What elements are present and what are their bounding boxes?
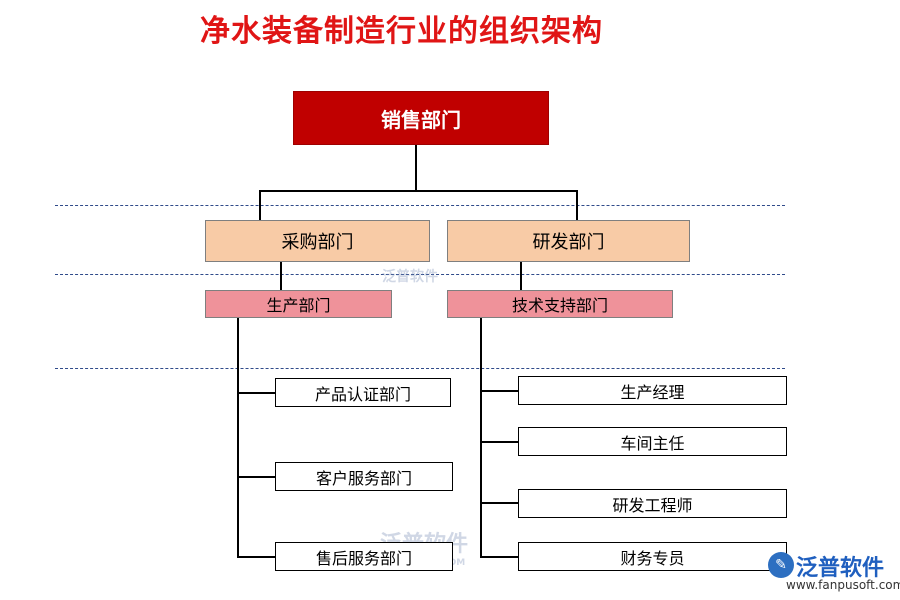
connector — [480, 318, 482, 558]
node-production: 生产部门 — [205, 290, 392, 318]
node-product-cert: 产品认证部门 — [275, 378, 451, 407]
logo-name: 泛普软件 — [796, 556, 885, 581]
connector — [237, 476, 275, 478]
watermark-center: 泛普软件 — [382, 269, 438, 285]
connector — [237, 318, 239, 558]
connector — [576, 190, 578, 220]
divider-line-2 — [55, 274, 785, 275]
connector — [280, 262, 282, 290]
node-rnd: 研发部门 — [447, 220, 690, 262]
node-production-manager: 生产经理 — [518, 376, 787, 405]
node-after-sales: 售后服务部门 — [275, 542, 453, 571]
node-sales: 销售部门 — [293, 91, 549, 145]
connector — [415, 145, 417, 190]
connector — [480, 390, 518, 392]
node-customer-service: 客户服务部门 — [275, 462, 453, 491]
logo-url: www.fanpusoft.com — [786, 578, 900, 592]
node-purchase: 采购部门 — [205, 220, 430, 262]
connector — [259, 190, 578, 192]
node-tech-support: 技术支持部门 — [447, 290, 673, 318]
connector — [237, 392, 275, 394]
connector — [237, 556, 275, 558]
connector — [480, 556, 518, 558]
divider-line-3 — [55, 368, 785, 369]
node-rnd-engineer: 研发工程师 — [518, 489, 787, 518]
node-finance-specialist: 财务专员 — [518, 542, 787, 571]
connector — [259, 190, 261, 220]
divider-line-1 — [55, 205, 785, 206]
logo-icon: ✎ — [768, 552, 794, 578]
page-title: 净水装备制造行业的组织架构 — [200, 14, 603, 49]
connector — [480, 441, 518, 443]
node-workshop-director: 车间主任 — [518, 427, 787, 456]
brand-logo: ✎ 泛普软件 www.fanpusoft.com — [768, 548, 900, 598]
connector — [480, 502, 518, 504]
connector — [520, 262, 522, 290]
